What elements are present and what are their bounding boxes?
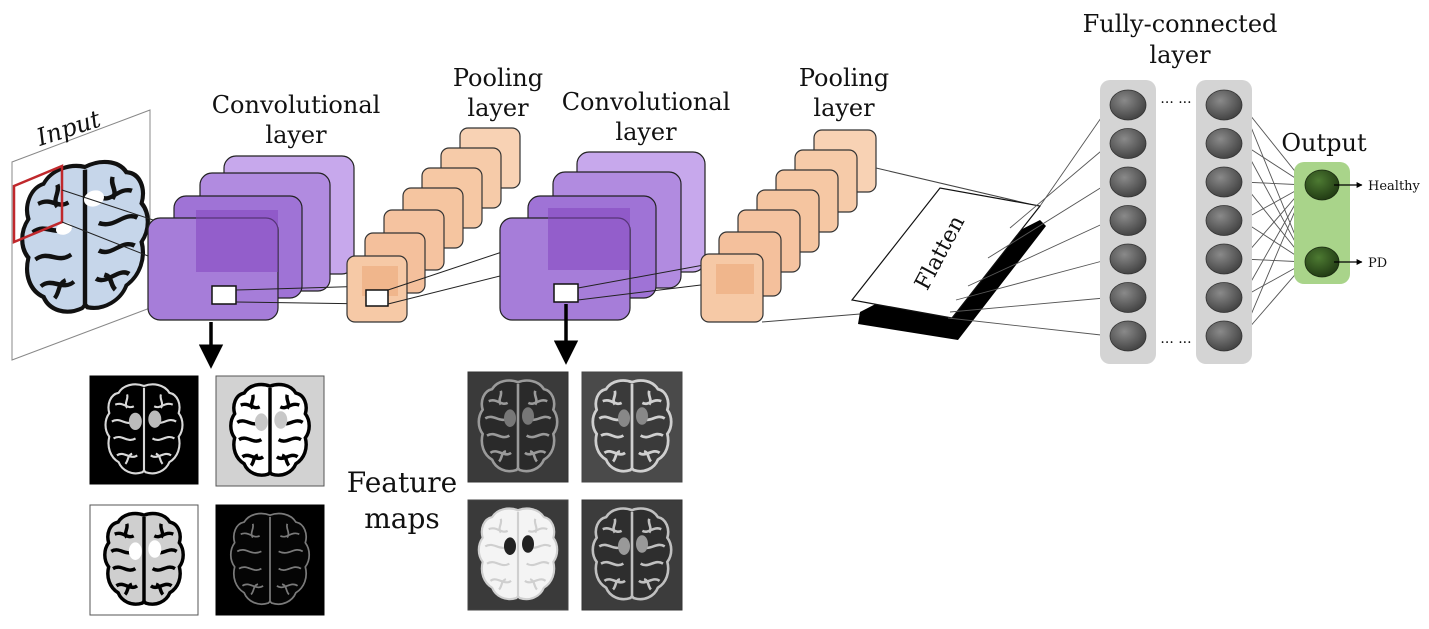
- fc-neuron: [1109, 320, 1147, 352]
- conv1-label-line1: Convolutional: [212, 91, 381, 119]
- flatten-to-fc-line: [955, 258, 1111, 301]
- fc-label-line2: layer: [1149, 41, 1211, 69]
- fc-neuron: [1205, 282, 1243, 313]
- flatten-to-fc-line: [1039, 104, 1111, 207]
- pool2-label-line1: Pooling: [799, 64, 889, 92]
- fc-neuron: [1109, 128, 1147, 159]
- input-panel: Input: [11, 105, 151, 361]
- fc-neuron: [1109, 166, 1147, 198]
- fc-neuron: [1205, 205, 1243, 236]
- pool1-label-line2: layer: [467, 94, 529, 122]
- fc-neuron: [1205, 128, 1243, 159]
- pool-layer-2: [700, 129, 877, 323]
- conv-layer-1: [147, 155, 355, 321]
- fc-label-line1: Fully-connected: [1083, 10, 1278, 38]
- pool1-window: [365, 289, 389, 307]
- conv-layer-2: [499, 151, 706, 321]
- feature-map-tile: [89, 375, 199, 485]
- fc-neurons: [1109, 89, 1243, 352]
- pool2-label-line2: layer: [813, 94, 875, 122]
- feature-maps-label-line2: maps: [364, 502, 440, 535]
- feature-maps-label-line1: Feature: [347, 466, 457, 499]
- fc-neuron: [1205, 320, 1243, 352]
- fc-neuron: [1109, 243, 1147, 275]
- feature-map-tile: [467, 371, 569, 483]
- output-neuron: [1304, 169, 1340, 201]
- conv2-label-line2: layer: [615, 118, 677, 146]
- flatten-to-fc-line: [949, 297, 1111, 313]
- fc-neuron: [1205, 166, 1243, 198]
- feature-map-tile: [215, 375, 325, 487]
- flatten-to-fc-line: [1009, 143, 1111, 229]
- conv2-kernel-window: [553, 283, 579, 303]
- class-label-pd: PD: [1368, 256, 1387, 271]
- feature-map-tile: [581, 371, 683, 483]
- class-label-healthy: Healthy: [1368, 179, 1421, 194]
- flatten-to-fc-line: [947, 317, 1111, 337]
- flatten-to-fc-line: [987, 181, 1111, 259]
- conv1-kernel-window: [211, 285, 237, 305]
- pool-layer-1: [346, 127, 521, 323]
- fc-ellipsis-top: ··· ···: [1160, 95, 1191, 111]
- fc-neuron: [1109, 89, 1147, 121]
- output-neuron: [1304, 246, 1340, 278]
- fc-ellipsis-bottom: ··· ···: [1160, 335, 1191, 351]
- conv1-label-line2: layer: [265, 121, 327, 149]
- flatten-to-fc-line: [967, 220, 1111, 287]
- conv2-label-line1: Convolutional: [562, 88, 731, 116]
- output-label: Output: [1281, 129, 1367, 157]
- feature-map-tiles: [89, 371, 683, 616]
- pool2-to-flatten-lines: [761, 167, 1039, 323]
- pool1-label-line1: Pooling: [453, 64, 543, 92]
- feature-map-tile: [215, 504, 325, 616]
- flatten-layer: Flatten: [850, 187, 1046, 340]
- feature-map-tile: [89, 504, 199, 616]
- output-neurons: [1304, 169, 1340, 278]
- feature-map-tile: [467, 499, 569, 611]
- fc-neuron: [1109, 282, 1147, 313]
- feature-map-tile: [581, 499, 683, 611]
- fc-neuron: [1205, 243, 1243, 275]
- fc-neuron: [1205, 89, 1243, 121]
- fc-neuron: [1109, 205, 1147, 236]
